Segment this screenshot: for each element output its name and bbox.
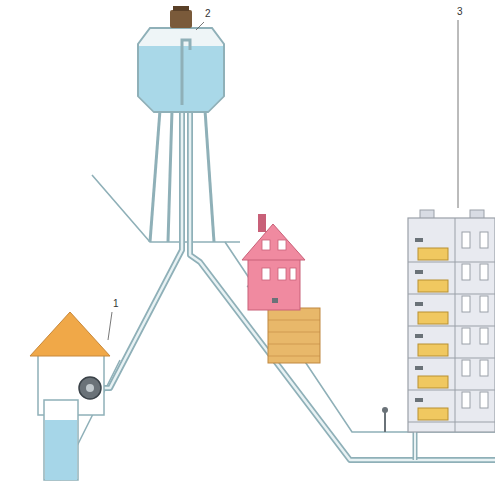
- water-tank: [138, 28, 224, 112]
- callout-number: 1: [112, 298, 120, 310]
- apartment-building: [408, 218, 495, 432]
- bathtub: [418, 280, 448, 292]
- hill-line: [92, 175, 240, 242]
- callout-number: 3: [456, 6, 464, 18]
- leader-line: [458, 20, 459, 208]
- bathtub: [418, 408, 448, 420]
- bathtub: [418, 376, 448, 388]
- bathtub: [418, 312, 448, 324]
- bathtub: [418, 248, 448, 260]
- bathtub: [418, 344, 448, 356]
- leader-line: [108, 312, 112, 340]
- callout-number: 2: [204, 8, 212, 20]
- leader-line: [196, 22, 204, 30]
- pump: [79, 377, 101, 399]
